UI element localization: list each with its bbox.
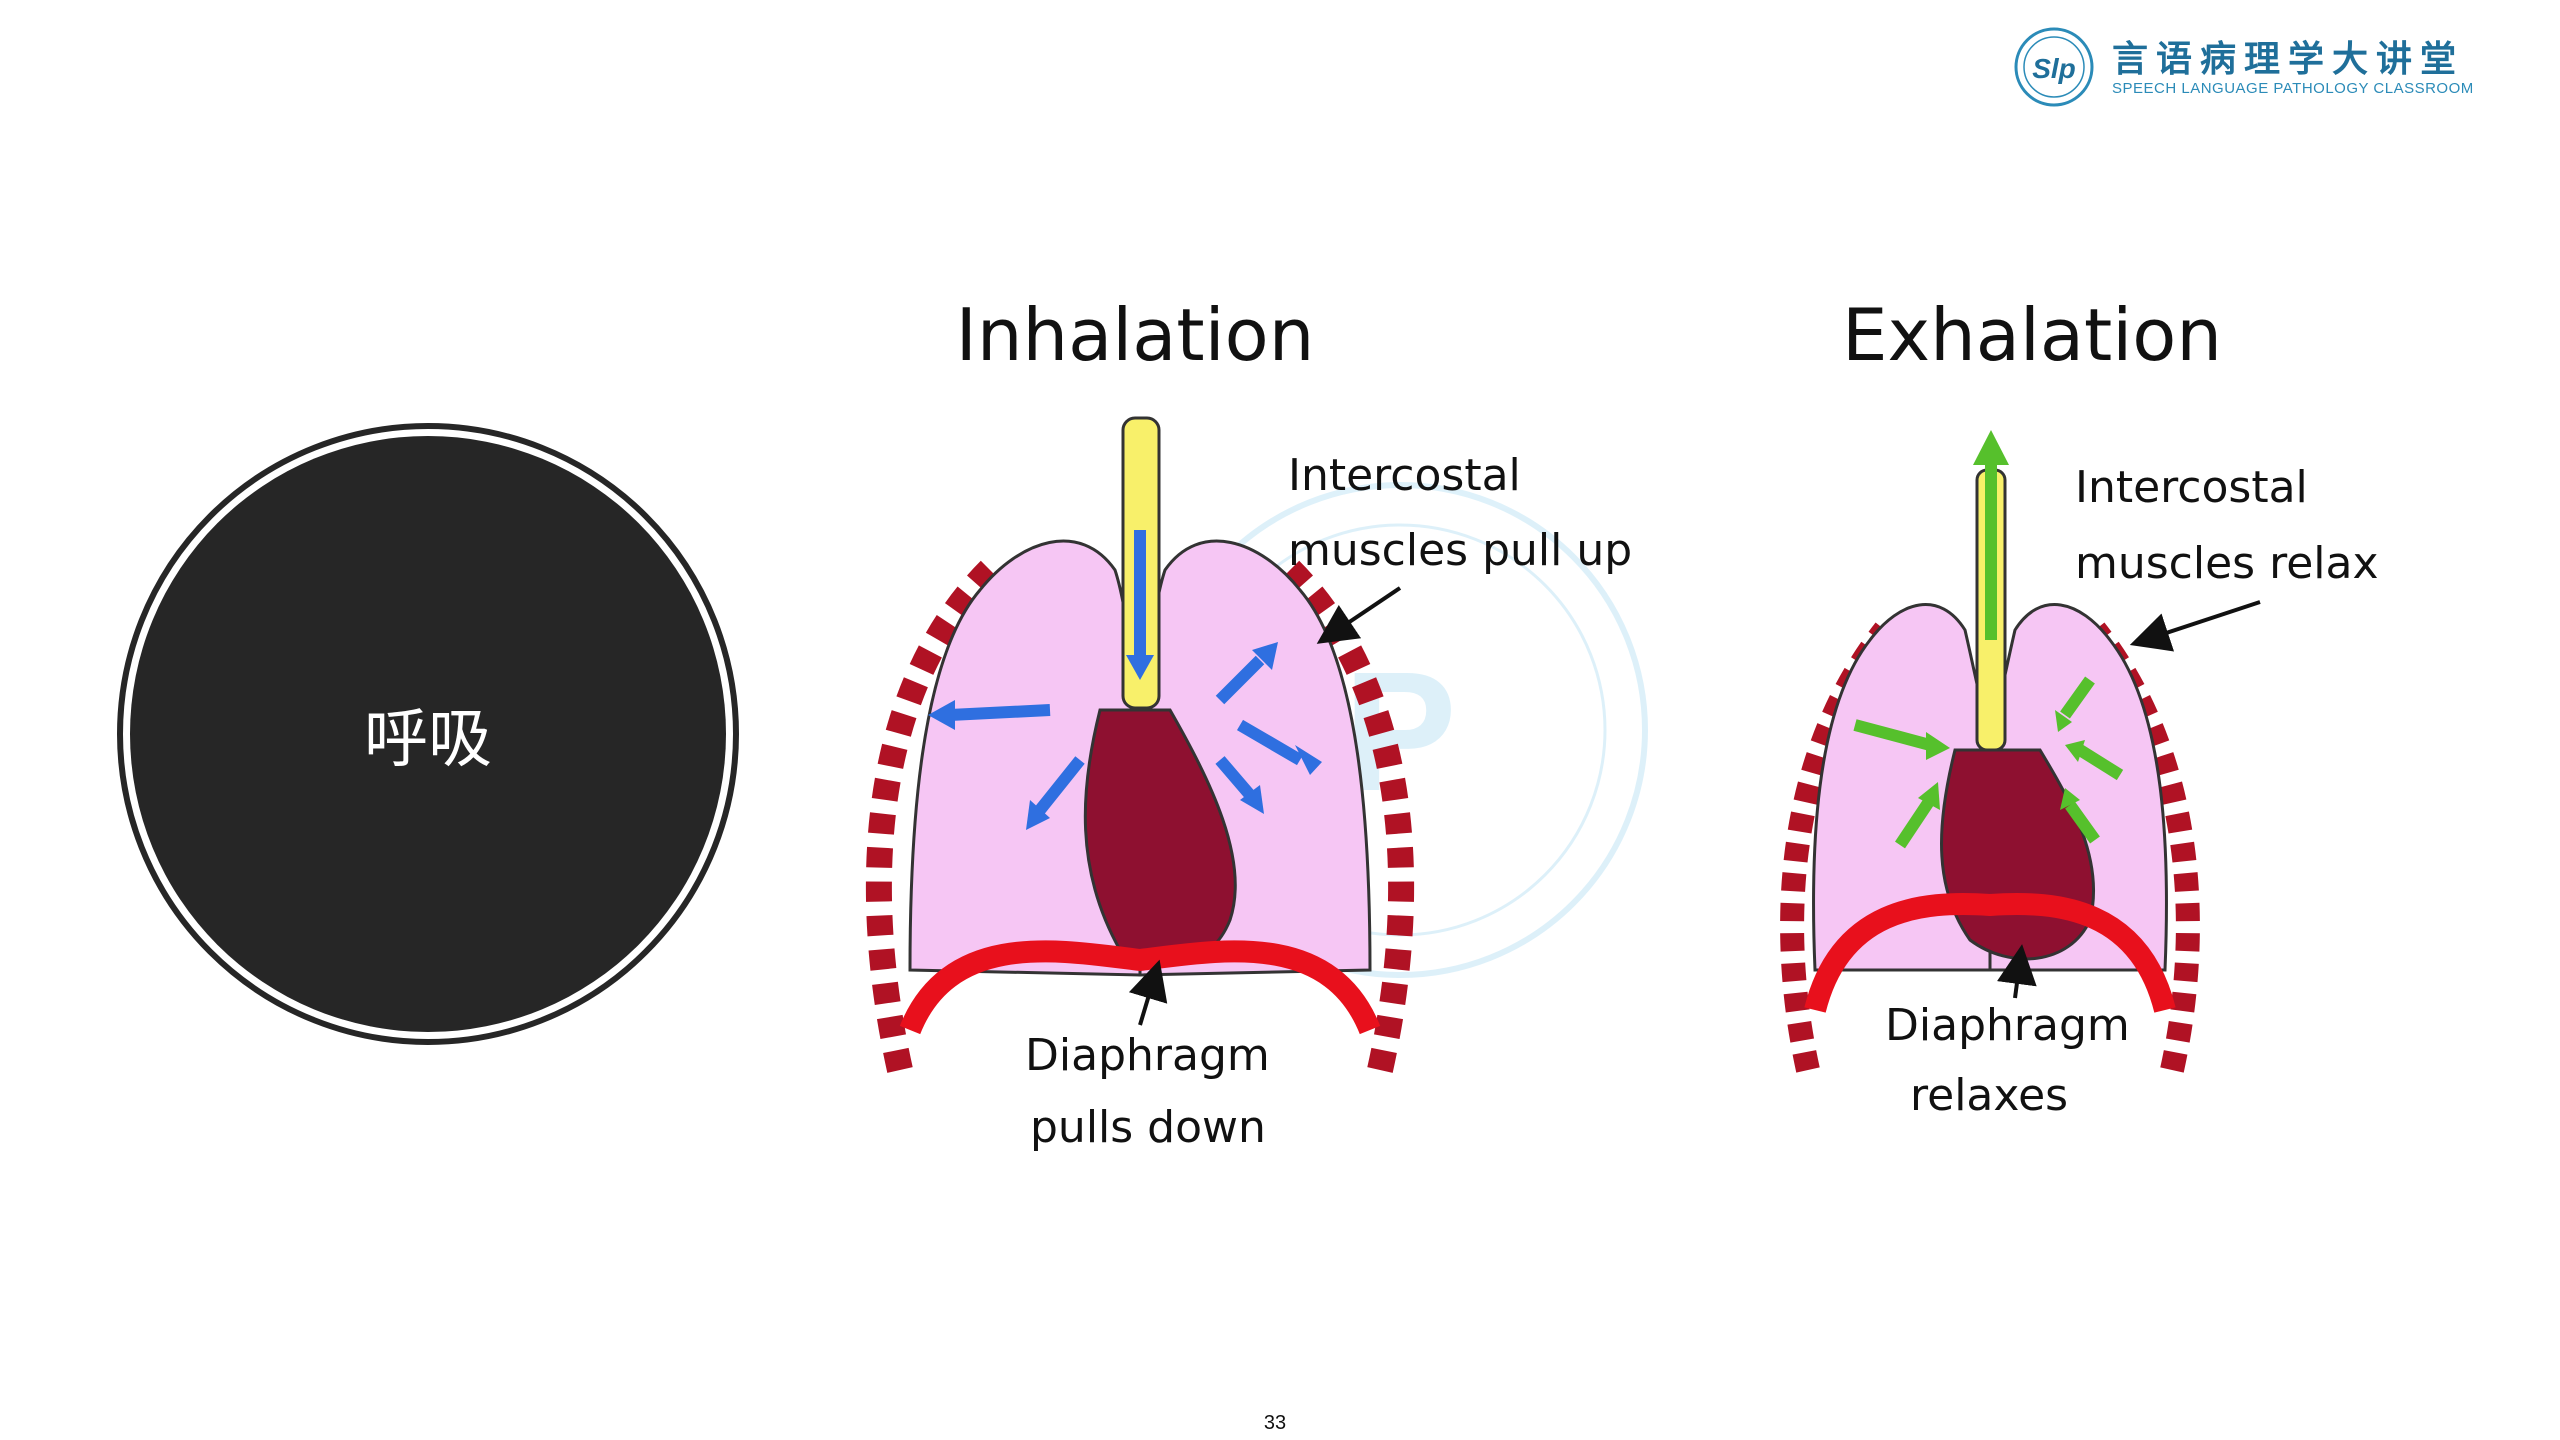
exhalation-diaphragm-pointer: [1997, 944, 2037, 999]
inhalation-diaphragm-pointer: [1128, 959, 1168, 1026]
page-number: 33: [1263, 1412, 1287, 1434]
exhalation-intercostal-line1: Intercostal: [2075, 462, 2308, 513]
inhalation-intercostal-pointer: [1316, 586, 1402, 644]
topic-circle-label: 呼吸: [364, 703, 492, 777]
logo-title-cn: 言语病理学大讲堂: [2112, 38, 2465, 80]
exhalation-figure: Exhalation Inte: [1780, 293, 2379, 1121]
exhalation-diaphragm: [1804, 892, 2176, 1013]
exhale-arrows: [1853, 460, 2124, 849]
exhalation-diaphragm-line1: Diaphragm: [1885, 1000, 2130, 1051]
inhale-arrows: [949, 530, 1304, 814]
inhalation-diaphragm-line2: pulls down: [1030, 1102, 1266, 1153]
logo-mark: Slp: [2032, 53, 2076, 84]
topic-circle: [117, 423, 739, 1045]
inhalation-ribs-left: [865, 560, 1000, 1073]
exhalation-intercostal-pointer: [2129, 600, 2261, 652]
inhalation-title: Inhalation: [956, 293, 1315, 377]
inhalation-figure: Inhalation Inte: [865, 293, 1632, 1153]
inhalation-diaphragm-line1: Diaphragm: [1025, 1030, 1270, 1081]
logo: Slp: [2014, 27, 2094, 107]
inhalation-intercostal-line2: muscles pull up: [1288, 525, 1632, 576]
exhalation-intercostal-line2: muscles relax: [2075, 538, 2379, 589]
exhalation-title: Exhalation: [1842, 293, 2222, 377]
logo-title-en: SPEECH LANGUAGE PATHOLOGY CLASSROOM: [2112, 80, 2474, 97]
breathing-diagram: P Inhalation: [865, 293, 2379, 1153]
inhalation-intercostal-line1: Intercostal: [1288, 450, 1521, 501]
exhalation-diaphragm-line2: relaxes: [1910, 1070, 2068, 1121]
